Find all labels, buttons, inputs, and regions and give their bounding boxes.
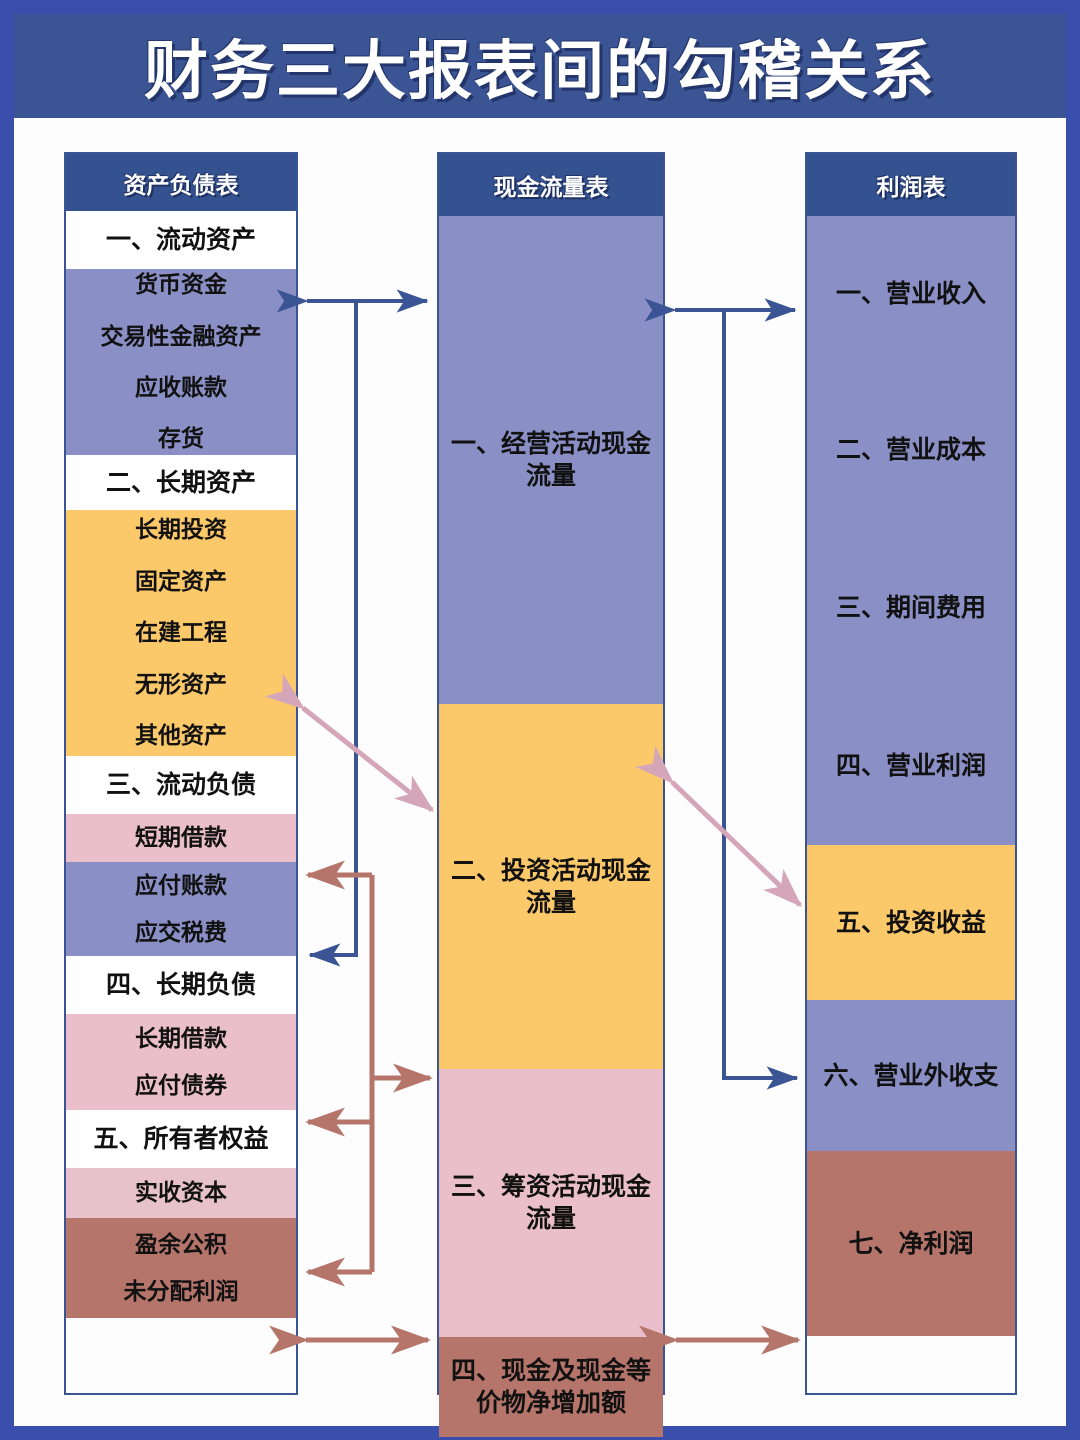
section-operating-cash-flow: 一、经营活动现金 流量: [439, 216, 663, 704]
section-retained-earnings: 盈余公积 未分配利润: [66, 1218, 296, 1318]
section-long-term-liabilities-heading: 四、长期负债: [66, 956, 296, 1014]
section-payables-items: 应付账款 应交税费: [66, 862, 296, 956]
section-current-assets-items: 货币资金 交易性金融资产 应收账款 存货: [66, 269, 296, 455]
section-paid-in-capital: 实收资本: [66, 1168, 296, 1218]
section-investing-cash-flow: 二、投资活动现金 流量: [439, 704, 663, 1069]
cash-flow-header: 现金流量表: [439, 154, 663, 216]
section-owners-equity-heading: 五、所有者权益: [66, 1110, 296, 1168]
title-banner: 财务三大报表间的勾稽关系: [14, 14, 1066, 118]
page-title: 财务三大报表间的勾稽关系: [144, 35, 936, 107]
income-statement-header: 利润表: [807, 154, 1015, 216]
section-long-term-assets-items: 长期投资 固定资产 在建工程 无形资产 其他资产: [66, 510, 296, 756]
balance-sheet-header: 资产负债表: [66, 154, 296, 211]
section-current-liabilities-heading: 三、流动负债: [66, 756, 296, 814]
section-period-expenses: 三、期间费用: [807, 529, 1015, 687]
cash-flow-column: 现金流量表 一、经营活动现金 流量 二、投资活动现金 流量 三、筹资活动现金 流…: [437, 152, 665, 1437]
income-statement-column: 利润表 一、营业收入 二、营业成本 三、期间费用 四、营业利润 五、投资收益 六…: [805, 152, 1017, 1395]
section-current-assets-heading: 一、流动资产: [66, 211, 296, 269]
section-operating-profit: 四、营业利润: [807, 687, 1015, 845]
section-net-increase-in-cash: 四、现金及现金等 价物净增加额: [439, 1337, 663, 1437]
section-financing-cash-flow: 三、筹资活动现金 流量: [439, 1069, 663, 1337]
section-net-profit: 七、净利润: [807, 1151, 1015, 1336]
section-investment-income: 五、投资收益: [807, 845, 1015, 1000]
section-short-term-loan: 短期借款: [66, 814, 296, 862]
section-long-term-assets-heading: 二、长期资产: [66, 455, 296, 510]
section-non-operating-items: 六、营业外收支: [807, 1000, 1015, 1151]
section-long-term-liabilities-items: 长期借款 应付债券: [66, 1014, 296, 1110]
section-operating-revenue: 一、营业收入: [807, 216, 1015, 371]
section-operating-cost: 二、营业成本: [807, 371, 1015, 529]
balance-sheet-column: 资产负债表 一、流动资产 货币资金 交易性金融资产 应收账款 存货 二、长期资产…: [64, 152, 298, 1395]
